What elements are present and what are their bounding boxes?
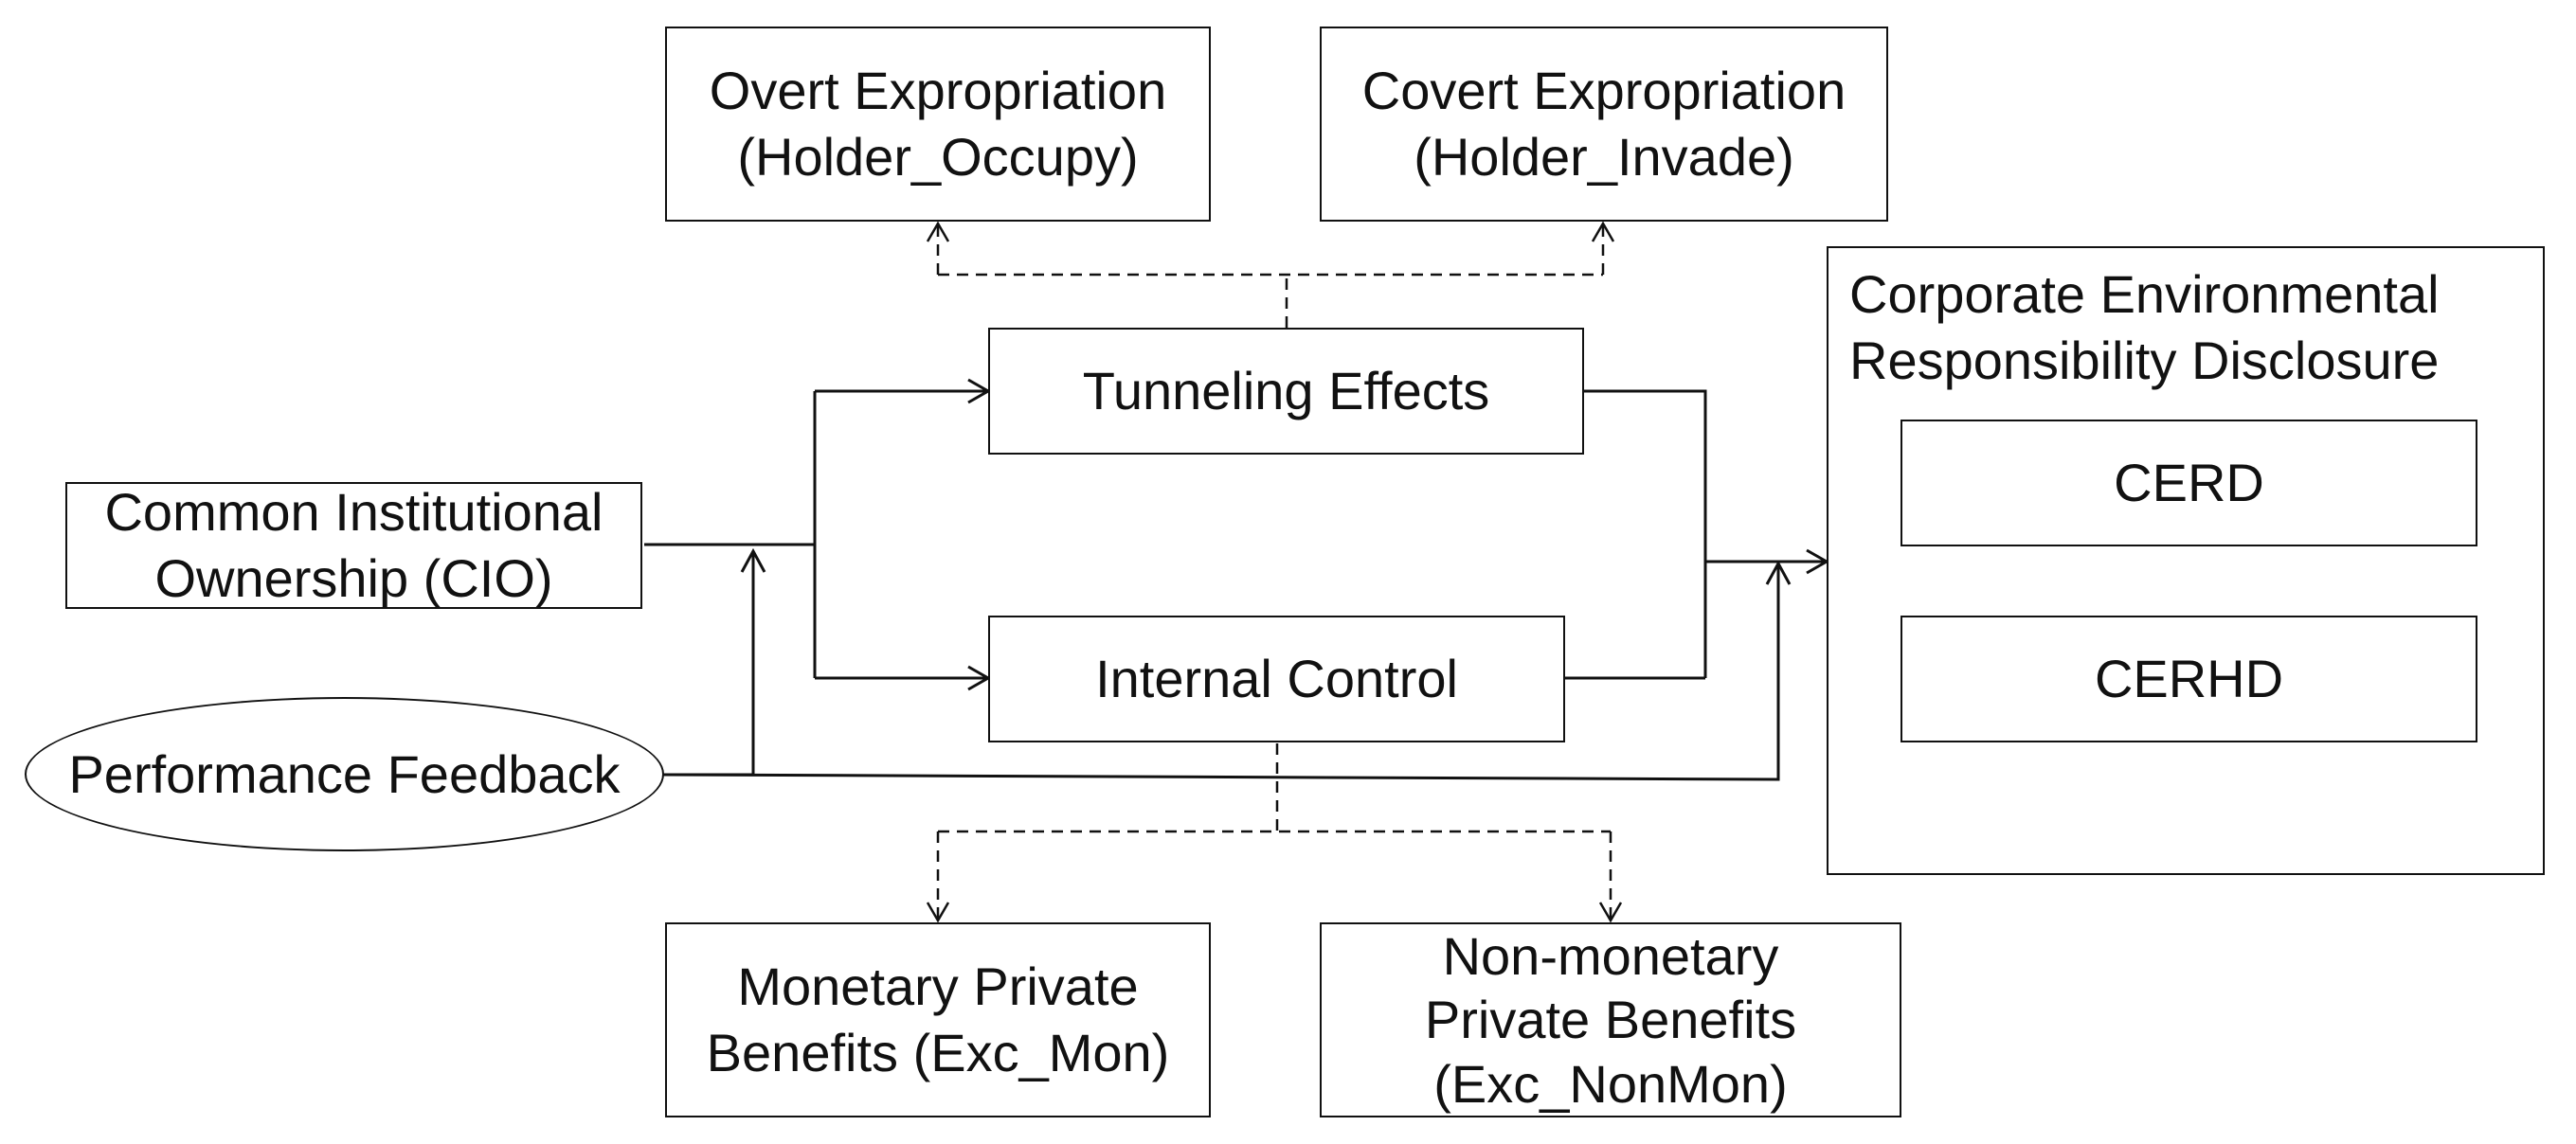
arrowhead-mediator-path — [1765, 560, 1792, 585]
edge-feedback-to-cio-path — [663, 551, 755, 777]
edge-feedback-to-mediator-path — [662, 563, 1780, 781]
node-non-monetary-private-benefits: Non-monetary Private Benefits (Exc_NonMo… — [1320, 922, 1901, 1117]
group-title: Corporate Environmental Responsibility D… — [1849, 264, 2440, 390]
node-overt-expropriation: Overt Expropriation (Holder_Occupy) — [665, 27, 1211, 222]
node-covert-expropriation: Covert Expropriation (Holder_Invade) — [1320, 27, 1888, 222]
arrowhead-overt — [926, 221, 950, 242]
arrowhead-nonmonetary — [1598, 902, 1623, 923]
edge-tunneling-to-merge — [1584, 389, 1707, 678]
node-monetary-private-benefits: Monetary Private Benefits (Exc_Mon) — [665, 922, 1211, 1117]
node-common-institutional-ownership: Common Institutional Ownership (CIO) — [65, 482, 642, 609]
node-internal-control: Internal Control — [988, 616, 1565, 742]
node-tunneling-effects: Tunneling Effects — [988, 328, 1584, 455]
arrowhead-cio-path — [740, 547, 766, 573]
node-cerd: CERD — [1900, 420, 2477, 546]
node-cerhd: CERHD — [1900, 616, 2477, 742]
node-performance-feedback: Performance Feedback — [25, 697, 664, 851]
node-corporate-environmental-responsibility-disclosure: Corporate Environmental Responsibility D… — [1827, 246, 2545, 875]
arrowhead-monetary — [926, 902, 950, 923]
arrowhead-covert — [1591, 221, 1615, 242]
